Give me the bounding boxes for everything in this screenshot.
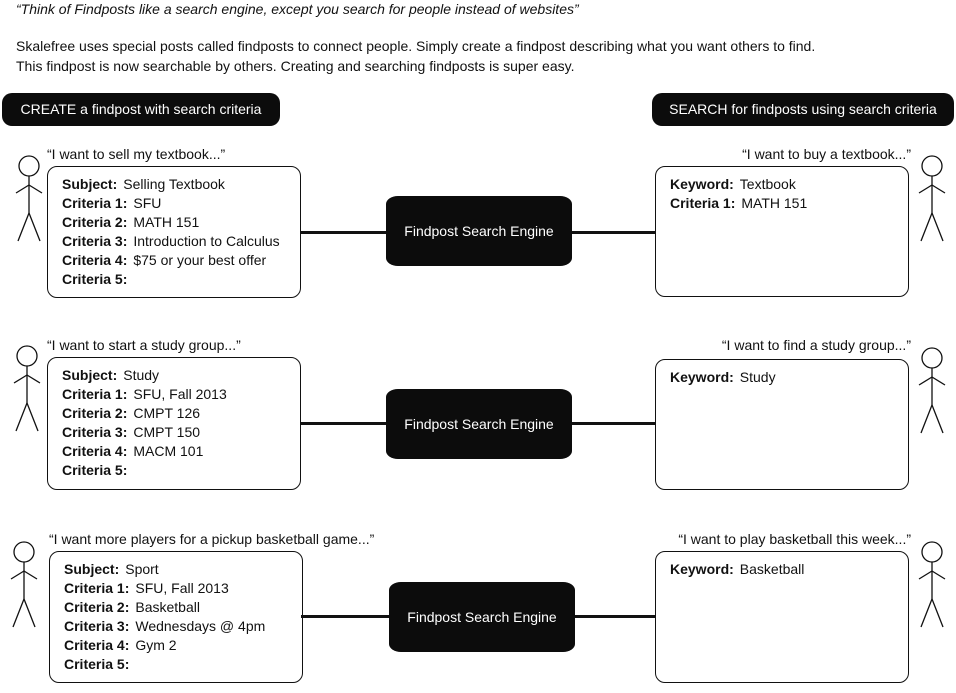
create-column-header: CREATE a findpost with search criteria [2,93,280,126]
criteria-value: MATH 151 [741,195,808,211]
criteria-key: Criteria 5: [62,462,128,478]
criteria-value: MACM 101 [133,443,204,459]
criteria-key: Criteria 3: [62,233,128,249]
create-findpost-row: Subject: Sport [64,560,288,579]
intro-line-2: This findpost is now searchable by other… [16,58,575,74]
criteria-key: Criteria 4: [62,252,128,268]
create-findpost-row: Criteria 3: Wednesdays @ 4pm [64,617,288,636]
search-quote: “I want to find a study group...” [721,337,911,353]
create-person-icon [15,155,43,242]
criteria-key: Keyword: [670,561,734,577]
connector-line [301,615,389,618]
create-findpost-row: Criteria 4: MACM 101 [62,442,286,461]
criteria-key: Criteria 3: [64,618,130,634]
criteria-value: SFU, Fall 2013 [135,580,229,596]
criteria-value: SFU [133,195,162,211]
search-findpost-card: Keyword: Study [655,359,909,490]
criteria-key: Keyword: [670,176,734,192]
tagline: “Think of Findposts like a search engine… [16,1,579,17]
criteria-value: CMPT 126 [133,405,201,421]
search-findpost-row: Criteria 1: MATH 151 [670,194,894,213]
criteria-key: Criteria 1: [62,386,128,402]
criteria-value: Introduction to Calculus [133,233,280,249]
findpost-search-engine: Findpost Search Engine [389,582,575,652]
search-findpost-row: Keyword: Study [670,368,894,387]
intro-line-1: Skalefree uses special posts called find… [16,38,816,54]
criteria-value: Basketball [135,599,200,615]
criteria-key: Criteria 2: [62,405,128,421]
connector-line [572,231,656,234]
create-findpost-row: Criteria 2: CMPT 126 [62,404,286,423]
create-findpost-row: Criteria 1: SFU [62,194,286,213]
criteria-value: Gym 2 [135,637,177,653]
create-findpost-row: Subject: Study [62,366,286,385]
criteria-key: Subject: [62,367,118,383]
search-column-header: SEARCH for findposts using search criter… [652,93,954,126]
create-findpost-row: Criteria 4: Gym 2 [64,636,288,655]
criteria-key: Criteria 4: [62,443,128,459]
create-findpost-row: Criteria 4: $75 or your best offer [62,251,286,270]
create-quote: “I want to sell my textbook...” [47,146,226,162]
criteria-key: Criteria 5: [62,271,128,287]
connector-line [301,231,389,234]
create-person-icon [13,345,41,432]
criteria-key: Subject: [62,176,118,192]
create-findpost-row: Criteria 5: [64,655,288,674]
create-person-icon [10,541,38,628]
criteria-value: Basketball [739,561,805,577]
criteria-key: Keyword: [670,369,734,385]
criteria-value: Selling Textbook [123,176,225,192]
criteria-key: Criteria 3: [62,424,128,440]
search-findpost-row: Keyword: Textbook [670,175,894,194]
create-quote: “I want more players for a pickup basket… [49,531,375,547]
search-person-icon [918,155,946,242]
criteria-value: Study [739,369,776,385]
create-findpost-row: Criteria 5: [62,270,286,289]
criteria-value: Study [123,367,160,383]
criteria-value: MATH 151 [133,214,200,230]
create-findpost-row: Criteria 3: CMPT 150 [62,423,286,442]
criteria-value: Sport [125,561,159,577]
criteria-key: Criteria 2: [62,214,128,230]
create-findpost-row: Subject: Selling Textbook [62,175,286,194]
search-quote: “I want to play basketball this week...” [678,531,911,547]
criteria-value: Textbook [739,176,796,192]
create-findpost-row: Criteria 3: Introduction to Calculus [62,232,286,251]
connector-line [572,615,656,618]
connector-line [572,422,656,425]
criteria-key: Criteria 2: [64,599,130,615]
search-findpost-card: Keyword: Basketball [655,551,909,683]
search-person-icon [918,541,946,628]
criteria-value: CMPT 150 [133,424,201,440]
create-findpost-row: Criteria 2: Basketball [64,598,288,617]
create-findpost-row: Criteria 1: SFU, Fall 2013 [64,579,288,598]
search-quote: “I want to buy a textbook...” [742,146,911,162]
create-findpost-row: Criteria 1: SFU, Fall 2013 [62,385,286,404]
findpost-search-engine: Findpost Search Engine [386,389,572,459]
criteria-key: Criteria 1: [64,580,130,596]
findpost-search-engine: Findpost Search Engine [386,196,572,266]
search-person-icon [918,347,946,434]
criteria-value: SFU, Fall 2013 [133,386,227,402]
criteria-key: Criteria 1: [62,195,128,211]
create-findpost-row: Criteria 5: [62,461,286,480]
criteria-key: Subject: [64,561,120,577]
criteria-key: Criteria 1: [670,195,736,211]
criteria-value: Wednesdays @ 4pm [135,618,266,634]
create-findpost-row: Criteria 2: MATH 151 [62,213,286,232]
connector-line [301,422,389,425]
create-quote: “I want to start a study group...” [47,337,241,353]
search-findpost-row: Keyword: Basketball [670,560,894,579]
criteria-key: Criteria 5: [64,656,130,672]
criteria-value: $75 or your best offer [133,252,267,268]
criteria-key: Criteria 4: [64,637,130,653]
